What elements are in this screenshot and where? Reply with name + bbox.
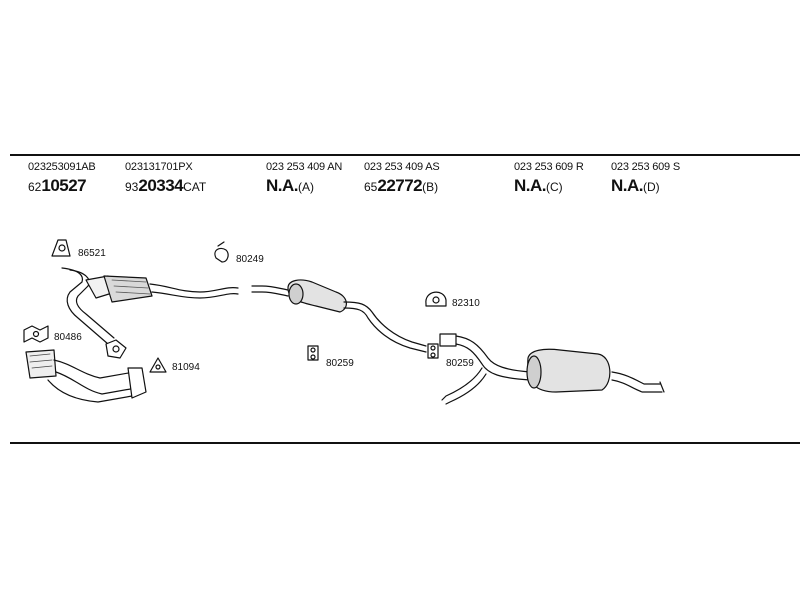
part-number-block: 023 253 609 R N.A.(C): [514, 161, 584, 195]
oem-number: 023 253 409 AN: [266, 161, 343, 173]
flange-gasket: [105, 339, 127, 359]
code-suffix: (D): [643, 180, 660, 194]
code-suffix: (A): [298, 180, 314, 194]
catalog-code: 6210527: [28, 177, 96, 194]
clamp-86521-glyph: [51, 239, 71, 257]
catalog-code: 6522772(B): [364, 177, 440, 194]
code-main: 10527: [41, 176, 87, 195]
bottom-divider-line: [10, 442, 800, 444]
gasket-80486-glyph: [23, 325, 49, 343]
callout-label: 81094: [172, 362, 200, 373]
code-prefix: 62: [28, 180, 42, 194]
code-suffix: CAT: [183, 180, 207, 194]
top-divider-line: [10, 154, 800, 156]
part-number-block: 023253091AB 6210527: [28, 161, 96, 195]
bracket-81094-glyph: [149, 357, 167, 373]
catalog-code: 9320334CAT: [125, 177, 206, 194]
clamp-82310-glyph: [425, 291, 447, 307]
code-main: N.A.: [514, 176, 547, 195]
oem-number: 023131701PX: [125, 161, 193, 173]
rubber-hanger-80259-glyph: [307, 345, 319, 361]
callout-label: 80486: [54, 332, 82, 343]
clamp-80249-glyph: [214, 241, 229, 263]
code-suffix: (C): [546, 180, 563, 194]
oem-number: 023 253 409 AS: [364, 161, 440, 173]
rubber-hanger-80259-glyph: [427, 343, 439, 359]
callout-label: 82310: [452, 298, 480, 309]
part-number-block: 023 253 409 AN N.A.(A): [266, 161, 343, 195]
rear-pipe-silencer: [439, 333, 665, 405]
catalog-code: N.A.(C): [514, 177, 584, 194]
callout-label: 80259: [326, 358, 354, 369]
front-pipe-catalyst: [61, 267, 239, 345]
oem-number: 023 253 609 S: [611, 161, 680, 173]
part-number-block: 023 253 609 S N.A.(D): [611, 161, 680, 195]
callout-label: 80259: [446, 358, 474, 369]
middle-pipe-silencer: [251, 279, 427, 353]
code-main: N.A.: [266, 176, 299, 195]
code-suffix: (B): [422, 180, 439, 194]
callout-label: 80249: [236, 254, 264, 265]
code-main: 22772: [377, 176, 423, 195]
code-prefix: 93: [125, 180, 139, 194]
oem-number: 023 253 609 R: [514, 161, 584, 173]
code-prefix: 65: [364, 180, 378, 194]
oem-number: 023253091AB: [28, 161, 96, 173]
catalog-code: N.A.(D): [611, 177, 680, 194]
exhaust-manifold: [25, 349, 147, 403]
part-number-block: 023131701PX 9320334CAT: [125, 161, 206, 195]
code-main: 20334: [138, 176, 184, 195]
code-main: N.A.: [611, 176, 644, 195]
callout-label: 86521: [78, 248, 106, 259]
catalog-code: N.A.(A): [266, 177, 342, 194]
part-number-block: 023 253 409 AS 6522772(B): [364, 161, 440, 195]
